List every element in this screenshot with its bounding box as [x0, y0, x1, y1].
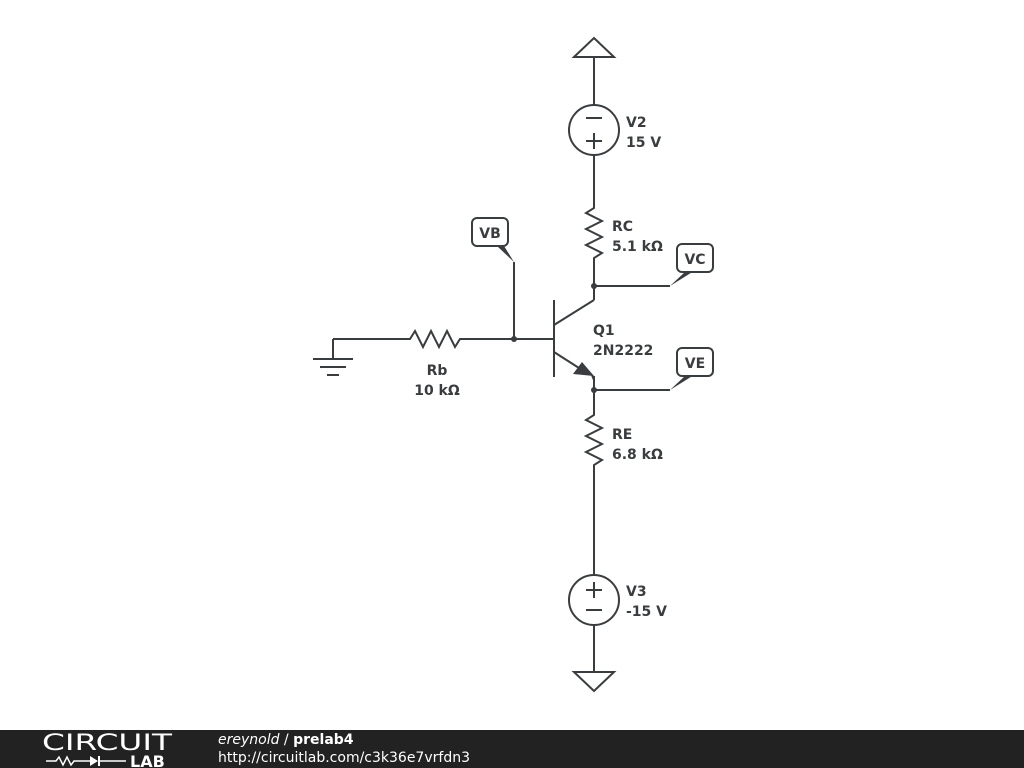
logo-bottom-text: LAB	[130, 752, 165, 768]
rc-resistor: RC 5.1 kΩ	[583, 205, 663, 265]
rc-name-label: RC	[612, 219, 633, 235]
q1-npn-transistor: Q1 2N2222	[553, 286, 653, 390]
re-resistor: RE 6.8 kΩ	[583, 412, 663, 472]
re-name-label: RE	[612, 427, 632, 443]
rb-resistor: Rb 10 kΩ	[406, 328, 466, 399]
rc-value-label: 5.1 kΩ	[612, 239, 663, 255]
footer-bar: CIRCUIT LAB ereynold / prelab4 http://ci…	[0, 730, 1024, 768]
schematic-title-link[interactable]: prelab4	[293, 732, 354, 748]
q1-value-label: 2N2222	[593, 343, 653, 359]
v2-name-label: V2	[626, 115, 647, 131]
vb-probe-label: VB	[479, 226, 501, 242]
positive-rail-symbol	[571, 36, 617, 105]
footer-title-line: ereynold / prelab4	[218, 731, 470, 749]
v3-voltage-source: V3 -15 V	[568, 574, 667, 626]
re-value-label: 6.8 kΩ	[612, 447, 663, 463]
rb-value-label: 10 kΩ	[414, 383, 460, 399]
v2-value-label: 15 V	[626, 135, 661, 151]
v2-voltage-source: V2 15 V	[568, 104, 661, 156]
footer-separator: /	[279, 732, 294, 748]
q1-name-label: Q1	[593, 323, 615, 339]
vc-probe-label: VC	[684, 252, 705, 268]
author-link[interactable]: ereynold	[218, 732, 280, 748]
ground-symbol	[313, 339, 353, 376]
ve-probe-label: VE	[685, 356, 705, 372]
v3-name-label: V3	[626, 584, 647, 600]
circuit-schematic: V2 15 V RC 5.1 kΩ Q1 2N2222 RE 6.8 kΩ	[313, 36, 714, 693]
logo-resistor-glyph	[46, 755, 82, 767]
ve-probe-tag: VE	[670, 347, 714, 390]
footer-url-link[interactable]: http://circuitlab.com/c3k36e7vrfdn3	[218, 750, 470, 766]
negative-rail-symbol	[571, 625, 617, 693]
circuitlab-logo[interactable]: CIRCUIT LAB	[38, 730, 178, 768]
logo-diode-glyph	[90, 756, 98, 766]
rb-name-label: Rb	[427, 363, 448, 379]
v3-value-label: -15 V	[626, 604, 667, 620]
vc-probe-tag: VC	[670, 243, 714, 286]
logo-top-text: CIRCUIT	[42, 731, 173, 756]
vb-probe-tag: VB	[471, 217, 514, 262]
footer-caption: ereynold / prelab4 http://circuitlab.com…	[218, 731, 470, 767]
